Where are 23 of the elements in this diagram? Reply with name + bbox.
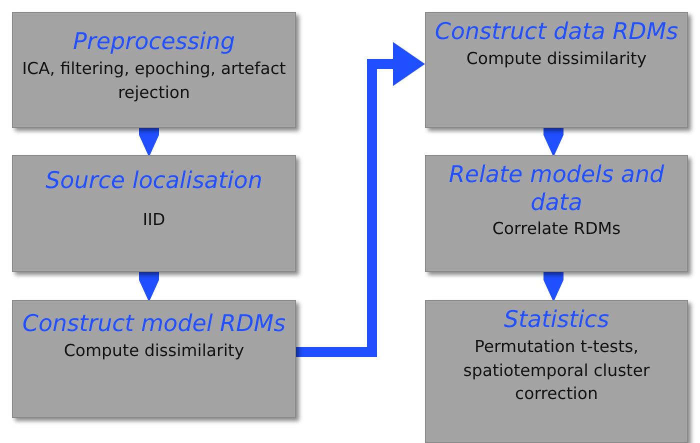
process-box (425, 12, 688, 128)
process-box (12, 12, 296, 128)
step-description: IID (142, 208, 166, 231)
process-box (425, 155, 688, 272)
arrow (139, 272, 159, 302)
arrow (139, 128, 159, 157)
step-description: Correlate RDMs (491, 218, 622, 240)
step-title: Construct data RDMs (434, 19, 679, 47)
arrow (296, 42, 425, 357)
process-box (12, 300, 296, 418)
process-box (12, 155, 296, 272)
step-title: Relate models and data (448, 162, 666, 218)
process-box (425, 300, 688, 443)
step-title: Construct model RDMs (21, 311, 287, 339)
arrow (544, 128, 564, 157)
step-title: Statistics (502, 307, 610, 335)
step-title: Preprocessing (72, 29, 236, 57)
step-description: Compute dissimilarity (62, 340, 246, 362)
step-description: Permutation t-tests, spatiotemporal cluster correction (462, 336, 651, 406)
step-description: Compute dissimilarity (465, 48, 648, 70)
step-description: ICA, filtering, epoching, artefact rejection (21, 58, 287, 104)
arrow (544, 272, 564, 302)
step-title: Source localisation (44, 168, 264, 196)
